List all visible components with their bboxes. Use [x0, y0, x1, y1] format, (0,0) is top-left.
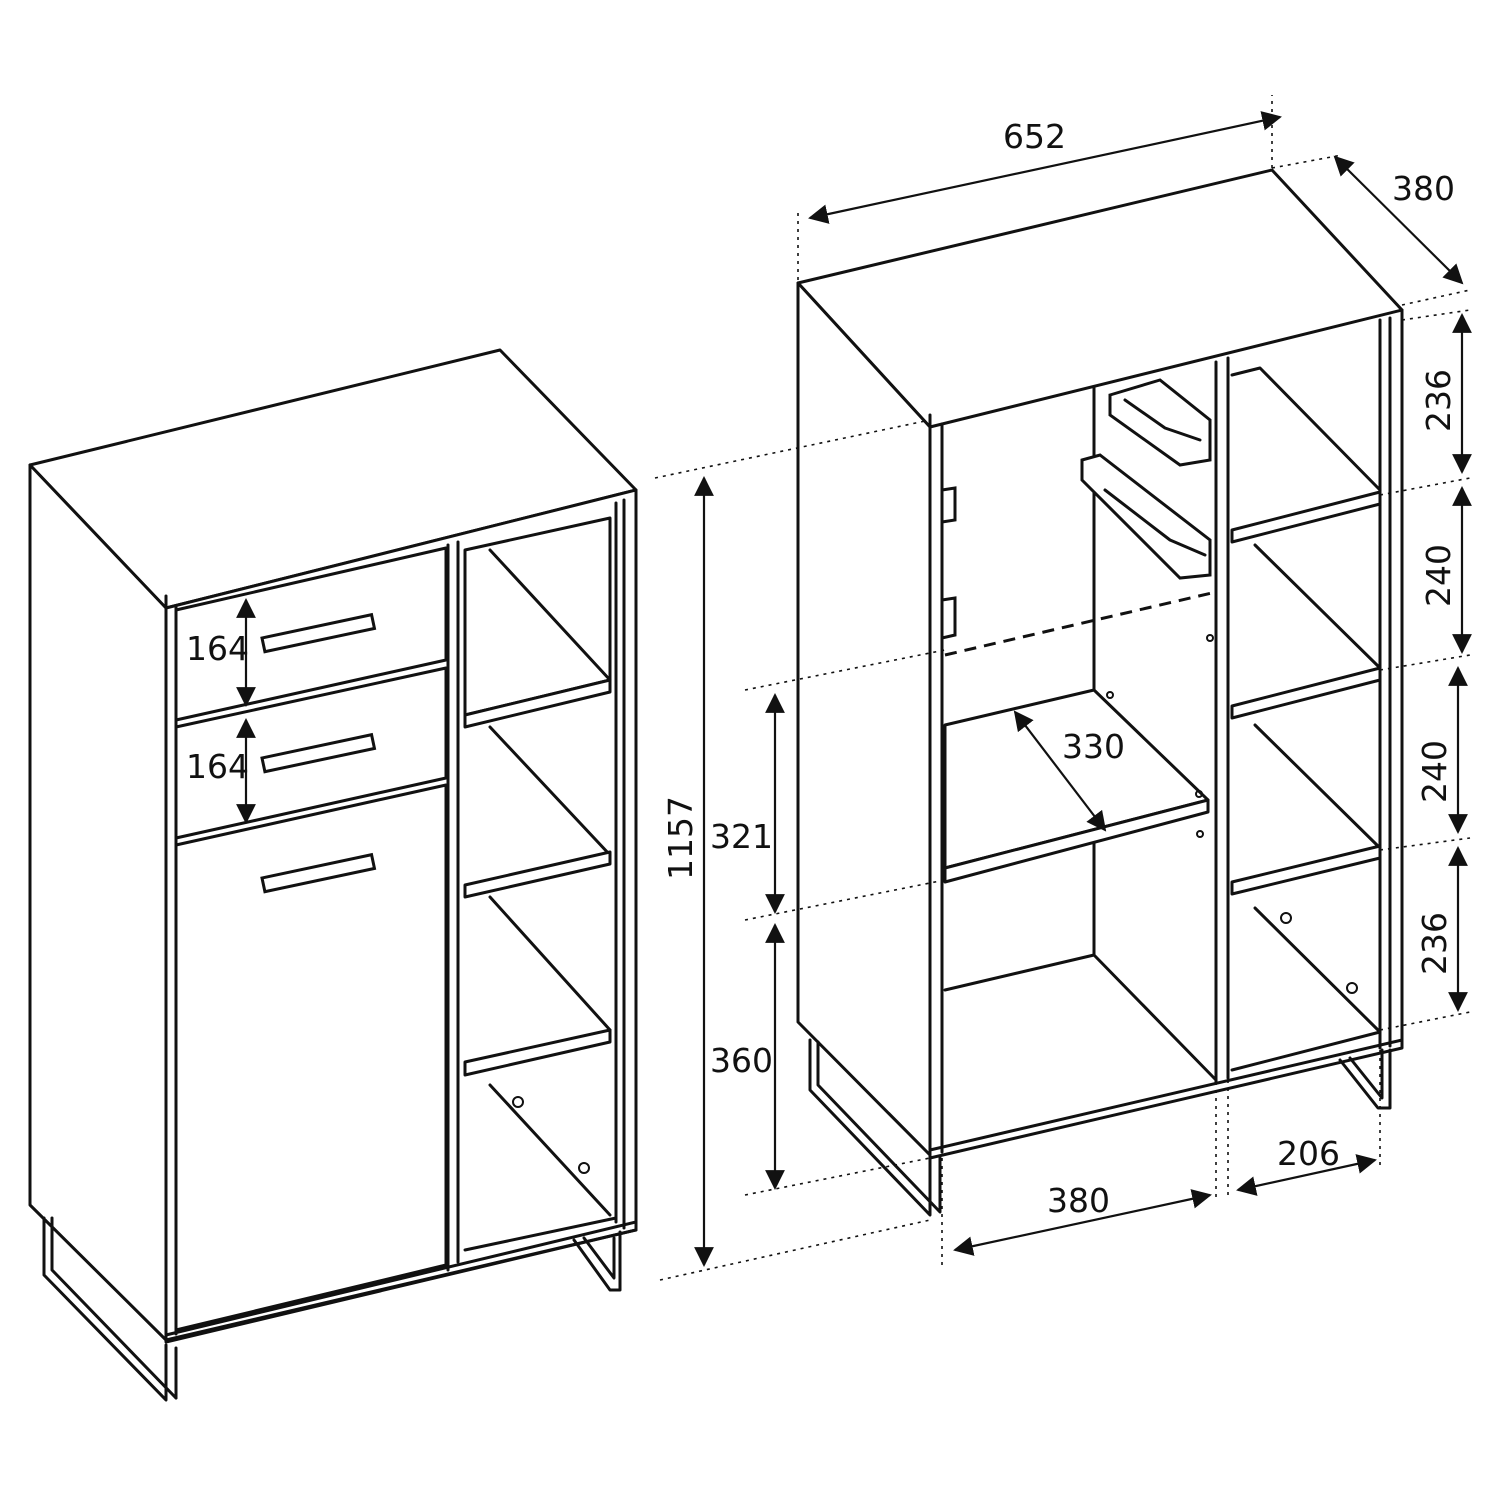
dim-total-width: 652 [1003, 117, 1066, 156]
side-shelf[interactable] [1230, 490, 1382, 544]
drawer-runners [940, 378, 1212, 640]
closed-cabinet: 164 164 [28, 348, 638, 1402]
drawer-bottom-handle[interactable] [260, 732, 377, 774]
drawer-top-handle[interactable] [260, 612, 377, 654]
dim-upper-compartment: 321 [710, 817, 773, 856]
dim-shelf-depth: 330 [1062, 727, 1125, 766]
dim-shelf-4: 236 [1415, 912, 1454, 975]
dim-drawer-bottom: 164 [186, 747, 249, 786]
plinth [164, 1220, 638, 1344]
dim-shelf-1: 236 [1419, 369, 1458, 432]
dim-side-section-width: 206 [1277, 1134, 1340, 1173]
shelf [463, 850, 612, 899]
dim-depth: 380 [1392, 169, 1455, 208]
dim-main-section-width: 380 [1047, 1181, 1110, 1220]
dim-shelf-2: 240 [1419, 544, 1458, 607]
open-cabinet: 652 380 1157 321 360 330 380 206 236 240… [654, 95, 1472, 1281]
side-shelf-column [1230, 366, 1382, 1072]
cabinet-side-panel [28, 463, 168, 1342]
side-shelf[interactable] [1230, 666, 1382, 720]
open-shelf-column [463, 516, 618, 1252]
dim-drawer-top: 164 [186, 629, 249, 668]
dim-shelf-3: 240 [1415, 740, 1454, 803]
cabinet-side-panel [796, 281, 932, 1157]
plinth [928, 1038, 1404, 1160]
metal-legs [808, 1038, 1392, 1217]
dim-lower-compartment: 360 [710, 1041, 773, 1080]
metal-legs [42, 1216, 622, 1402]
dim-total-height: 1157 [661, 796, 700, 880]
shelf [463, 678, 612, 729]
door-handle[interactable] [260, 852, 377, 894]
side-shelf[interactable] [1230, 844, 1382, 896]
cabinet-door[interactable] [174, 783, 448, 1332]
shelf [463, 1028, 612, 1077]
